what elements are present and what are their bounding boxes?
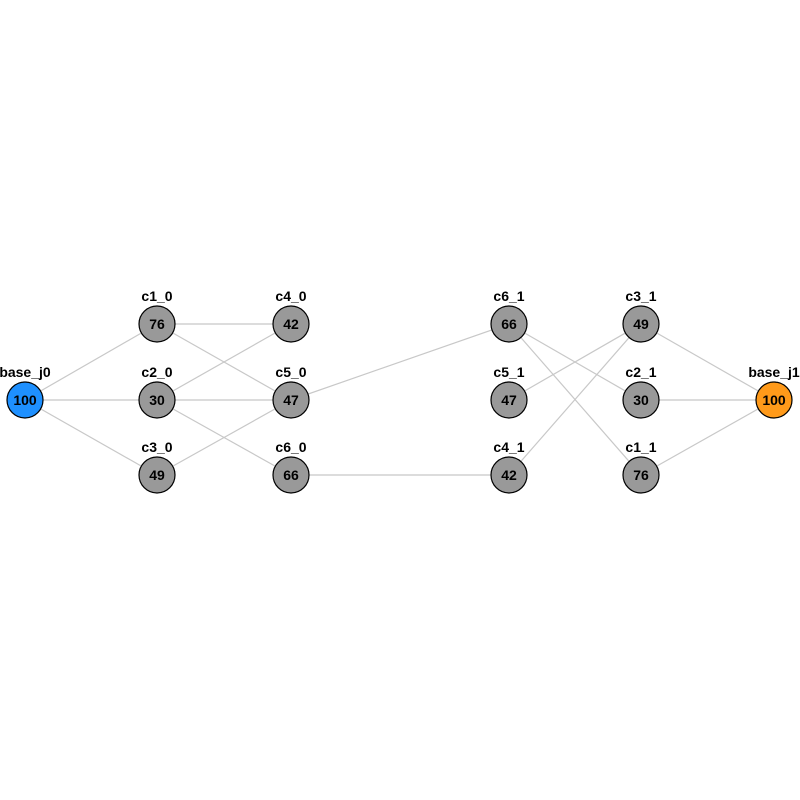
node-circle[interactable] (490, 305, 528, 343)
edges-layer (24, 323, 775, 476)
node-circle[interactable] (272, 456, 310, 494)
node-label: base_j0 (0, 364, 51, 380)
nodes-layer: 100 base_j0 76 c1_0 30 c2_0 49 c3_0 42 c4_0 47 c5_0… (0, 288, 800, 494)
node-label: c3_0 (141, 439, 172, 455)
edge-base_j0-c1_0 (24, 323, 158, 401)
node-circle[interactable] (138, 305, 176, 343)
edge-base_j0-c3_0 (24, 399, 158, 476)
node-circle[interactable] (138, 456, 176, 494)
node-circle[interactable] (622, 381, 660, 419)
node-label: c4_1 (493, 439, 524, 455)
node-c1_1[interactable]: 76 c1_1 (622, 439, 660, 494)
node-label: c5_1 (493, 364, 524, 380)
node-label: c2_0 (141, 364, 172, 380)
node-c6_1[interactable]: 66 c6_1 (490, 288, 528, 343)
node-value: 66 (501, 316, 517, 332)
node-label: c2_1 (625, 364, 656, 380)
node-c5_1[interactable]: 47 c5_1 (490, 364, 528, 419)
node-value: 76 (149, 316, 165, 332)
node-circle[interactable] (622, 305, 660, 343)
node-label: c6_1 (493, 288, 524, 304)
node-c4_0[interactable]: 42 c4_0 (272, 288, 310, 343)
edge-c3_0-c5_0 (156, 399, 292, 476)
node-c6_0[interactable]: 66 c6_0 (272, 439, 310, 494)
node-circle[interactable] (490, 456, 528, 494)
node-c2_0[interactable]: 30 c2_0 (138, 364, 176, 419)
edge-c1_1-base_j1 (640, 399, 775, 476)
node-value: 42 (283, 316, 299, 332)
node-value: 66 (283, 467, 299, 483)
node-value: 76 (633, 467, 649, 483)
node-circle[interactable] (622, 456, 660, 494)
node-base_j0[interactable]: 100 base_j0 (0, 364, 51, 419)
edge-c2_0-c4_0 (156, 323, 292, 401)
node-value: 47 (501, 392, 517, 408)
node-circle[interactable] (272, 381, 310, 419)
node-circle[interactable] (6, 381, 44, 419)
node-label: c4_0 (275, 288, 306, 304)
node-c5_0[interactable]: 47 c5_0 (272, 364, 310, 419)
node-label: c3_1 (625, 288, 656, 304)
node-value: 49 (633, 316, 649, 332)
node-c1_0[interactable]: 76 c1_0 (138, 288, 176, 343)
node-c3_0[interactable]: 49 c3_0 (138, 439, 176, 494)
node-value: 100 (13, 392, 37, 408)
node-c2_1[interactable]: 30 c2_1 (622, 364, 660, 419)
node-value: 42 (501, 467, 517, 483)
node-base_j1[interactable]: 100 base_j1 (748, 364, 800, 419)
node-circle[interactable] (490, 381, 528, 419)
node-label: c1_0 (141, 288, 172, 304)
edge-c3_1-base_j1 (640, 323, 775, 401)
edge-c5_1-c3_1 (508, 323, 642, 401)
node-label: c5_0 (275, 364, 306, 380)
node-value: 100 (762, 392, 786, 408)
node-label: c1_1 (625, 439, 656, 455)
node-label: c6_0 (275, 439, 306, 455)
node-c3_1[interactable]: 49 c3_1 (622, 288, 660, 343)
node-value: 47 (283, 392, 299, 408)
node-circle[interactable] (272, 305, 310, 343)
node-circle[interactable] (138, 381, 176, 419)
node-value: 30 (149, 392, 165, 408)
node-value: 30 (633, 392, 649, 408)
node-value: 49 (149, 467, 165, 483)
node-c4_1[interactable]: 42 c4_1 (490, 439, 528, 494)
edge-c4_1-c3_1 (508, 323, 642, 476)
node-label: base_j1 (748, 364, 800, 380)
edge-c5_0-c6_1 (290, 323, 510, 401)
node-circle[interactable] (755, 381, 793, 419)
